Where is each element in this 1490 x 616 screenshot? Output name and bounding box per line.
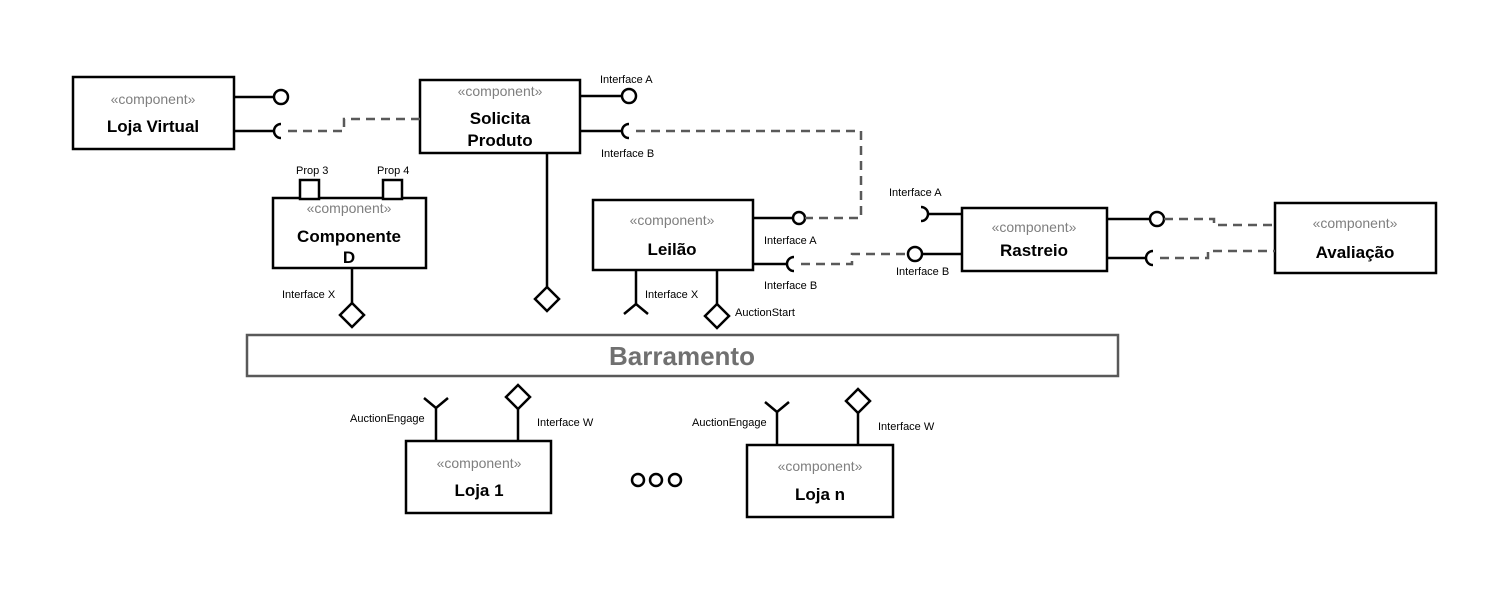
port-diamond-icon bbox=[703, 302, 731, 330]
connector-rastreio-avaliacao-b bbox=[1160, 249, 1275, 260]
componente-d-interface-x-port: Interface X bbox=[282, 268, 366, 329]
leilao-interface-b-port: Interface B bbox=[753, 255, 817, 292]
component-leilao: «component» Leilão bbox=[591, 198, 755, 272]
interface-label: AuctionStart bbox=[735, 307, 795, 319]
interface-label: Interface A bbox=[889, 187, 942, 199]
loja1-auction-engage-port: AuctionEngage bbox=[350, 397, 449, 441]
component-box bbox=[1273, 201, 1438, 275]
loja1-interface-w-port: Interface W bbox=[504, 383, 594, 441]
provided-interface-ball bbox=[906, 245, 924, 263]
solicita-interface-b-port: Interface B bbox=[580, 122, 654, 160]
required-fork-icon bbox=[623, 302, 649, 315]
component-box bbox=[591, 198, 755, 272]
bus-barramento: Barramento bbox=[245, 333, 1120, 378]
ellipsis-icon bbox=[630, 472, 683, 488]
stereotype-label: «component» bbox=[437, 455, 522, 471]
stereotype-label: «component» bbox=[1313, 215, 1398, 231]
stereotype-label: «component» bbox=[307, 200, 392, 216]
connector-solicita-leilao bbox=[636, 129, 863, 220]
loja-virtual-required-port bbox=[234, 122, 282, 140]
provided-interface-ball bbox=[1148, 210, 1166, 228]
port-diamond-icon bbox=[533, 285, 561, 313]
component-loja1: «component» Loja 1 bbox=[404, 439, 553, 515]
component-name: Loja 1 bbox=[454, 481, 503, 500]
component-lojan: «component» Loja n bbox=[745, 443, 895, 519]
required-fork-icon bbox=[423, 397, 449, 410]
loja-virtual-provided-port bbox=[234, 88, 290, 106]
component-name-line2: D bbox=[343, 248, 355, 267]
connector-loja-virtual-solicita bbox=[288, 117, 420, 133]
dashed-connectors bbox=[288, 117, 1275, 266]
prop4-port-square bbox=[381, 178, 404, 201]
port-diamond-icon bbox=[844, 387, 872, 415]
component-box bbox=[745, 443, 895, 519]
required-interface-socket bbox=[785, 255, 795, 273]
stereotype-label: «component» bbox=[111, 91, 196, 107]
bus-label: Barramento bbox=[609, 341, 755, 371]
component-rastreio: «component» Rastreio bbox=[960, 206, 1109, 273]
stereotype-label: «component» bbox=[778, 458, 863, 474]
interface-label: Interface W bbox=[878, 421, 935, 433]
required-fork-icon bbox=[764, 401, 790, 414]
solicita-bus-port bbox=[533, 153, 561, 313]
leilao-auction-start-port: AuctionStart bbox=[703, 270, 795, 330]
required-interface-socket bbox=[272, 122, 282, 140]
component-name: Loja Virtual bbox=[107, 117, 199, 136]
interface-label: Interface B bbox=[896, 266, 949, 278]
interface-label: Interface X bbox=[645, 289, 699, 301]
component-name: Loja n bbox=[795, 485, 845, 504]
component-box bbox=[960, 206, 1109, 273]
solicita-interface-a-port: Interface A bbox=[580, 74, 653, 105]
component-box bbox=[271, 196, 428, 270]
port-diamond-icon bbox=[338, 301, 366, 329]
component-name-line1: Componente bbox=[297, 227, 401, 246]
prop3-port-square bbox=[298, 178, 321, 201]
interface-label: Interface X bbox=[282, 289, 336, 301]
interface-label: Interface B bbox=[764, 280, 817, 292]
prop3-label: Prop 3 bbox=[296, 165, 328, 177]
component-name-line2: Produto bbox=[467, 131, 532, 150]
provided-interface-ball bbox=[620, 87, 638, 105]
component-loja-virtual: «component» Loja Virtual bbox=[71, 75, 236, 151]
required-interface-socket bbox=[620, 122, 630, 140]
stereotype-label: «component» bbox=[458, 83, 543, 99]
leilao-interface-a-port: Interface A bbox=[753, 210, 817, 247]
interface-label: Interface A bbox=[764, 235, 817, 247]
interface-label: AuctionEngage bbox=[350, 413, 425, 425]
interface-label: Interface W bbox=[537, 417, 594, 429]
component-box bbox=[418, 78, 582, 155]
lojan-auction-engage-port: AuctionEngage bbox=[692, 401, 790, 445]
component-solicita-produto: «component» Solicita Produto bbox=[418, 78, 582, 155]
connector-rastreio-avaliacao-a bbox=[1164, 217, 1275, 227]
component-componente-d: Prop 3 Prop 4 «component» Componente D bbox=[271, 165, 428, 270]
interface-label: Interface B bbox=[601, 148, 654, 160]
component-name: Avaliação bbox=[1316, 243, 1395, 262]
interface-label: AuctionEngage bbox=[692, 417, 767, 429]
connector-leilao-rastreio bbox=[801, 252, 908, 266]
rastreio-interface-b-port: Interface B bbox=[896, 245, 962, 278]
prop4-label: Prop 4 bbox=[377, 165, 409, 177]
port-diamond-icon bbox=[504, 383, 532, 411]
leilao-interface-x-port: Interface X bbox=[623, 270, 699, 315]
component-box bbox=[71, 75, 236, 151]
bus-box bbox=[245, 333, 1120, 378]
component-name: Rastreio bbox=[1000, 241, 1068, 260]
lojan-interface-w-port: Interface W bbox=[844, 387, 935, 445]
provided-interface-ball bbox=[272, 88, 290, 106]
component-name-line1: Solicita bbox=[470, 109, 531, 128]
rastreio-provided-port bbox=[1107, 210, 1166, 228]
component-avaliacao: «component» Avaliação bbox=[1273, 201, 1438, 275]
provided-interface-ball bbox=[791, 210, 807, 226]
interface-label: Interface A bbox=[600, 74, 653, 86]
required-interface-socket bbox=[1144, 249, 1154, 267]
stereotype-label: «component» bbox=[630, 212, 715, 228]
required-interface-socket bbox=[920, 205, 930, 223]
rastreio-required-port bbox=[1107, 249, 1154, 267]
stereotype-label: «component» bbox=[992, 219, 1077, 235]
component-name: Leilão bbox=[647, 240, 696, 259]
rastreio-interface-a-port: Interface A bbox=[889, 187, 962, 223]
component-box bbox=[404, 439, 553, 515]
